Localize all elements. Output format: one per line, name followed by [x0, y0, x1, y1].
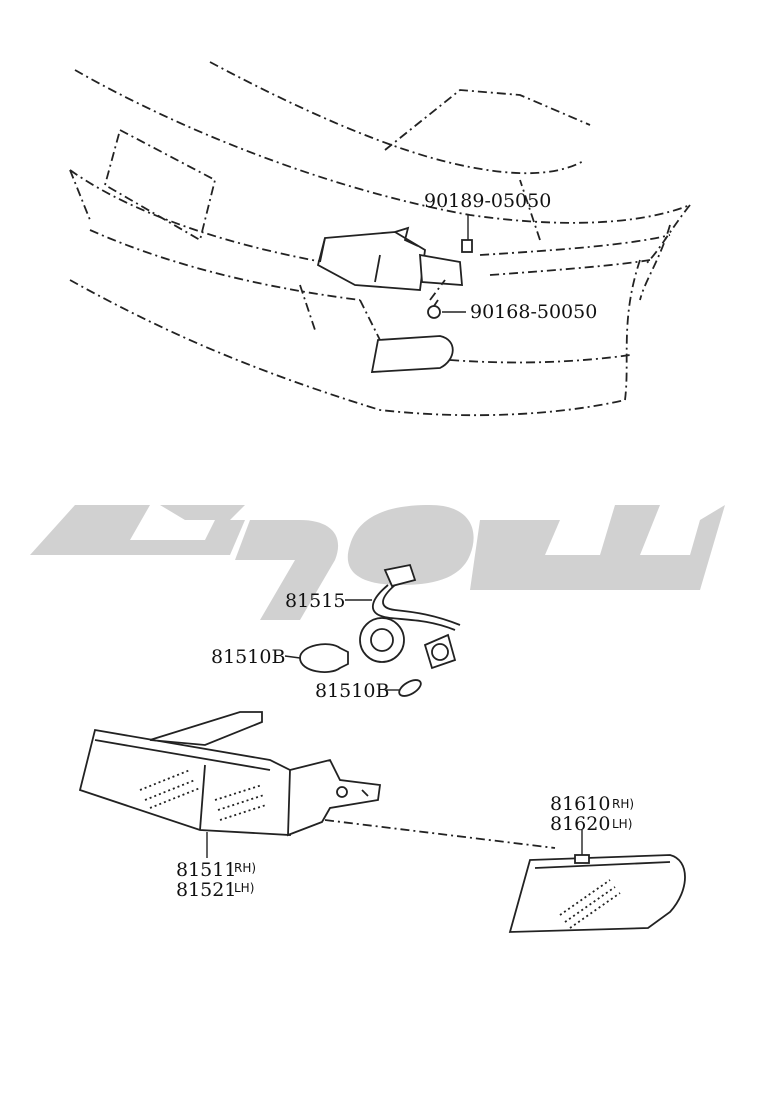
bolt-icon [461, 239, 473, 253]
callout-marker-rh-side: RH) [612, 797, 634, 811]
callout-marker-lh-side: LH) [612, 817, 632, 831]
side-marker-lamp [508, 854, 686, 933]
combination-lamp [78, 711, 382, 837]
callout-bulb-large: 81510B [211, 646, 285, 668]
callout-socket-wire: 81515 [285, 590, 345, 612]
nut-icon [427, 299, 441, 319]
car-body-outline [69, 61, 691, 417]
bulb-large-icon [299, 643, 349, 673]
callout-bolt: 90189-05050 [424, 190, 551, 212]
bulb-small-icon [398, 679, 422, 697]
callout-marker-rh: 81610 [550, 793, 610, 815]
socket-wire-assembly [359, 563, 461, 670]
bulb-large-leader [284, 655, 301, 659]
callout-lamp-rh: 81511 [176, 859, 236, 881]
nut-dash-leader [429, 279, 446, 301]
callout-nut: 90168-50050 [470, 301, 597, 323]
watermark-logo [30, 505, 725, 620]
callout-lamp-lh: 81521 [176, 879, 236, 901]
lamp-lens-pattern [139, 769, 267, 821]
marker-dash-leader [324, 819, 556, 849]
callout-bulb-small: 81510B [315, 680, 389, 702]
installed-side-marker [370, 335, 454, 373]
callout-lamp-lh-side: LH) [234, 881, 254, 895]
callout-marker-lh: 81620 [550, 813, 610, 835]
installed-combination-lamp [316, 226, 463, 291]
callout-lamp-rh-side: RH) [234, 861, 256, 875]
